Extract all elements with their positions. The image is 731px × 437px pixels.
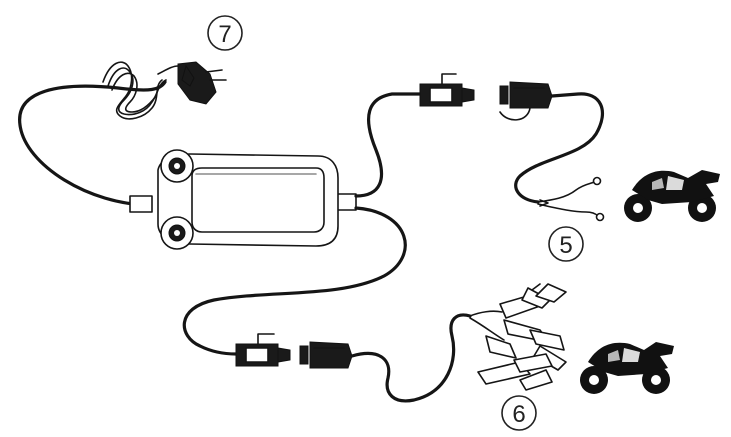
callout-clamp-lead: 6 bbox=[501, 395, 537, 431]
callout-ring-terminal-lead: 5 bbox=[548, 226, 584, 262]
charger-output-cable-top bbox=[354, 92, 422, 198]
connector-icon bbox=[419, 73, 553, 121]
ring-terminal-icon bbox=[539, 199, 549, 207]
callout-7-label: 7 bbox=[218, 21, 231, 48]
clamp-lead bbox=[350, 310, 505, 403]
motorcycle-icon bbox=[624, 170, 720, 222]
mains-plug-icon bbox=[177, 61, 227, 105]
charger-output-cable-bottom bbox=[182, 206, 407, 356]
callout-5-label: 5 bbox=[559, 232, 572, 259]
ring-terminal-lead bbox=[514, 92, 605, 222]
connector-bottom bbox=[235, 333, 353, 369]
callout-6-label: 6 bbox=[512, 401, 525, 428]
mains-cable bbox=[18, 61, 179, 207]
callout-mains-plug: 7 bbox=[207, 15, 243, 51]
crocodile-clip-icon bbox=[477, 283, 567, 391]
charger-icon bbox=[129, 149, 357, 250]
motorcycle-icon-bottom bbox=[580, 342, 674, 394]
